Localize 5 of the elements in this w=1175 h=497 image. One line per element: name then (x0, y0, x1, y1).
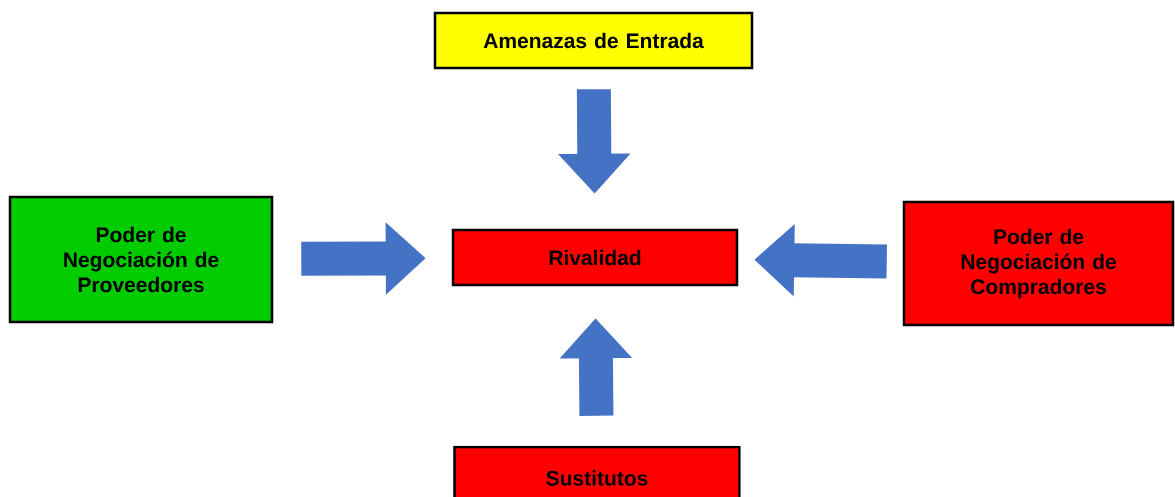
box: Poder de Negociación de Proveedores (8, 195, 274, 324)
box: Sustitutos (453, 445, 741, 497)
box: Amenazas de Entrada (433, 11, 754, 70)
box: Rivalidad (451, 228, 739, 287)
box: Poder de Negociación de Compradores (902, 200, 1175, 327)
